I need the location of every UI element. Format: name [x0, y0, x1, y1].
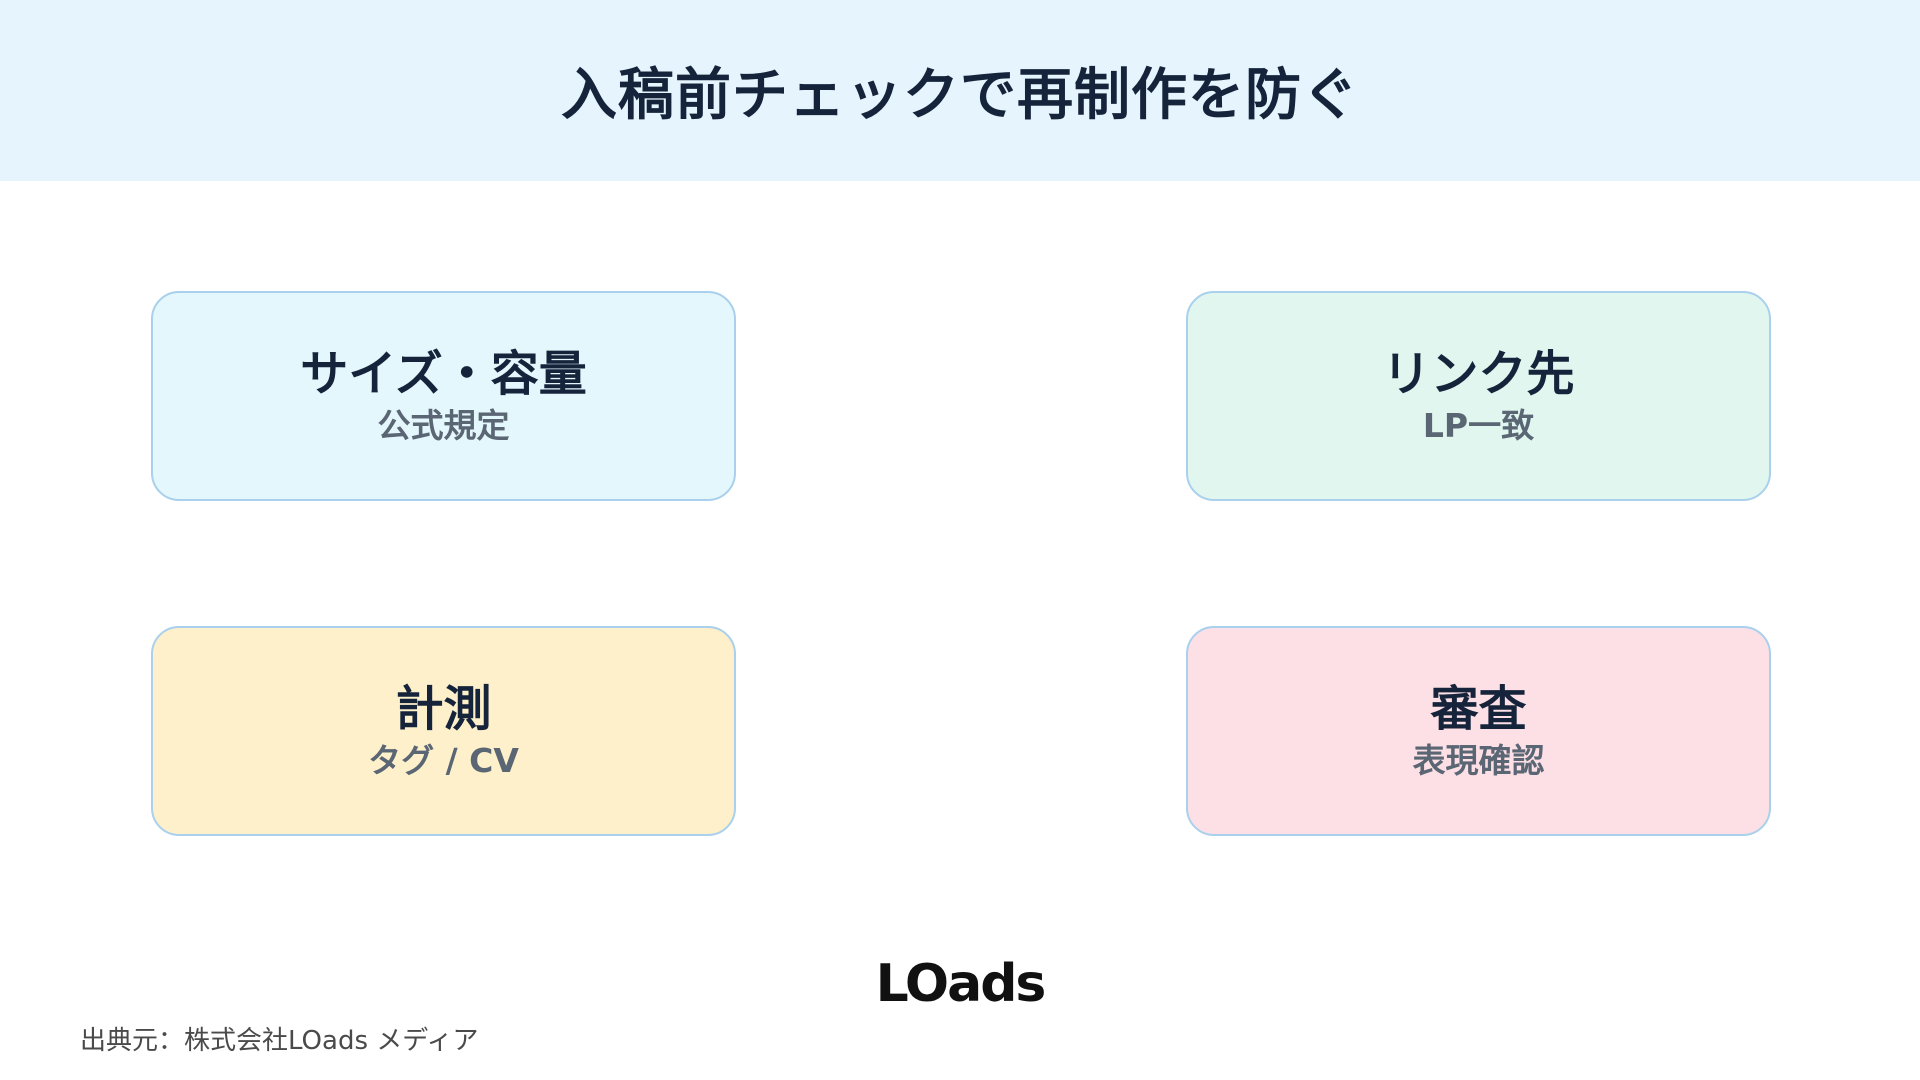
- card-link-destination: リンク先 LP一致: [1186, 291, 1771, 501]
- card-subtitle: LP一致: [1422, 405, 1535, 445]
- card-title: 計測: [395, 681, 492, 738]
- loads-logo: LOads: [860, 955, 1060, 1015]
- loads-logo-mark: LOads: [876, 955, 1047, 1014]
- card-subtitle: 公式規定: [377, 405, 510, 445]
- card-measurement: 計測 タグ / CV: [151, 626, 736, 836]
- logo-text: LOads: [876, 955, 1045, 1014]
- card-review: 審査 表現確認: [1186, 626, 1771, 836]
- card-subtitle: タグ / CV: [368, 740, 519, 780]
- card-title: 審査: [1430, 681, 1527, 738]
- page-title: 入稿前チェックで再制作を防ぐ: [561, 63, 1359, 128]
- card-title: サイズ・容量: [300, 346, 587, 403]
- card-title: リンク先: [1382, 346, 1575, 403]
- header-band: 入稿前チェックで再制作を防ぐ: [0, 0, 1920, 181]
- card-subtitle: 表現確認: [1412, 740, 1545, 780]
- card-size-capacity: サイズ・容量 公式規定: [151, 291, 736, 501]
- source-credit: 出典元：株式会社LOads メディア: [80, 1026, 479, 1056]
